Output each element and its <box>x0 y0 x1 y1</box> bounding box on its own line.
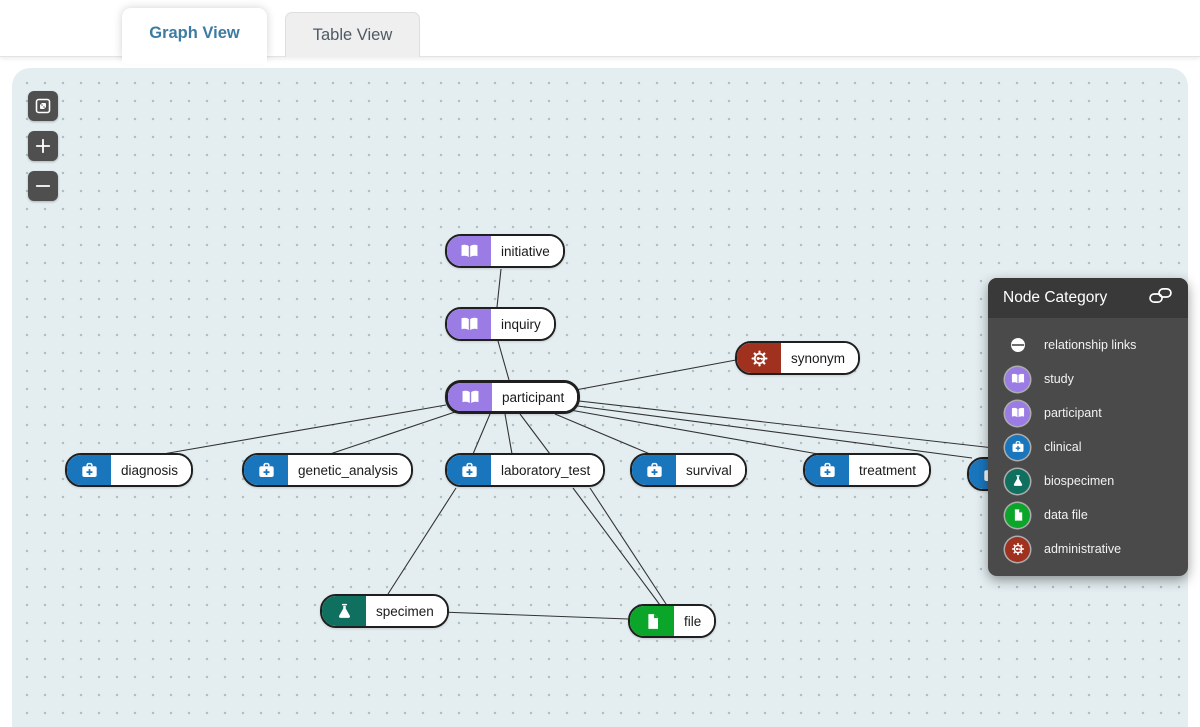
plus-icon <box>33 136 53 156</box>
graph-node-survival[interactable]: survival <box>630 453 747 487</box>
legend-title: Node Category <box>1003 289 1108 306</box>
node-label: participant <box>492 383 578 411</box>
legend-item-data-file: data file <box>988 498 1188 532</box>
graph-node-diagnosis[interactable]: diagnosis <box>65 453 194 487</box>
file-icon <box>630 606 674 636</box>
legend-item-study: study <box>988 362 1188 396</box>
tab-table-view-label: Table View <box>312 25 393 44</box>
graph-canvas[interactable]: initiative inquiry participant synonym d… <box>12 68 1188 727</box>
graph-node-file[interactable]: file <box>628 604 717 638</box>
tab-table-view[interactable]: Table View <box>285 12 420 57</box>
tab-graph-view-label: Graph View <box>149 23 240 42</box>
legend-item-relationship-links: relationship links <box>988 328 1188 362</box>
legend-header: Node Category <box>988 278 1188 318</box>
flask-icon <box>1005 468 1030 494</box>
flask-icon <box>322 596 366 626</box>
graph-node-treatment[interactable]: treatment <box>803 453 932 487</box>
book-icon <box>447 236 491 266</box>
line-circle-icon <box>1005 332 1030 358</box>
node-label: file <box>674 606 715 636</box>
zoom-in-button[interactable] <box>28 131 58 161</box>
node-label: laboratory_test <box>491 455 604 485</box>
node-label: genetic_analysis <box>288 455 411 485</box>
graph-node-specimen[interactable]: specimen <box>320 594 449 628</box>
graph-node-inquiry[interactable]: inquiry <box>445 307 556 341</box>
legend-item-administrative: administrative <box>988 532 1188 566</box>
tab-graph-view[interactable]: Graph View <box>122 8 267 64</box>
node-label: diagnosis <box>111 455 192 485</box>
link-icon <box>1148 286 1173 310</box>
graph-node-initiative[interactable]: initiative <box>445 234 565 268</box>
book-icon <box>1005 400 1030 426</box>
medical-bag-icon <box>805 455 849 485</box>
node-label: initiative <box>491 236 563 266</box>
legend-body: relationship links study participant cli… <box>988 318 1188 572</box>
file-icon <box>1005 502 1030 528</box>
medical-bag-icon <box>244 455 288 485</box>
node-label: specimen <box>366 596 447 626</box>
graph-node-laboratory-test[interactable]: laboratory_test <box>445 453 606 487</box>
medical-bag-icon <box>447 455 491 485</box>
medical-bag-icon <box>67 455 111 485</box>
book-icon <box>447 309 491 339</box>
book-icon <box>1005 366 1030 392</box>
legend-item-biospecimen: biospecimen <box>988 464 1188 498</box>
expand-icon <box>33 96 53 116</box>
medical-bag-icon <box>1005 434 1030 460</box>
legend-item-clinical: clinical <box>988 430 1188 464</box>
gear-key-icon <box>1005 536 1030 562</box>
top-tab-bar: Graph View Table View <box>0 0 1200 64</box>
legend-item-participant: participant <box>988 396 1188 430</box>
minus-icon <box>33 176 53 196</box>
node-label: synonym <box>781 343 859 373</box>
graph-node-synonym[interactable]: synonym <box>735 341 861 375</box>
fit-to-screen-button[interactable] <box>28 91 58 121</box>
book-icon <box>448 383 492 411</box>
medical-bag-icon <box>632 455 676 485</box>
graph-node-participant[interactable]: participant <box>445 380 581 414</box>
graph-node-genetic-analysis[interactable]: genetic_analysis <box>242 453 413 487</box>
node-label: survival <box>676 455 745 485</box>
node-label: treatment <box>849 455 930 485</box>
gear-key-icon <box>737 343 781 373</box>
zoom-out-button[interactable] <box>28 171 58 201</box>
node-category-legend[interactable]: Node Category relationship links study p… <box>988 278 1188 576</box>
node-label: inquiry <box>491 309 554 339</box>
